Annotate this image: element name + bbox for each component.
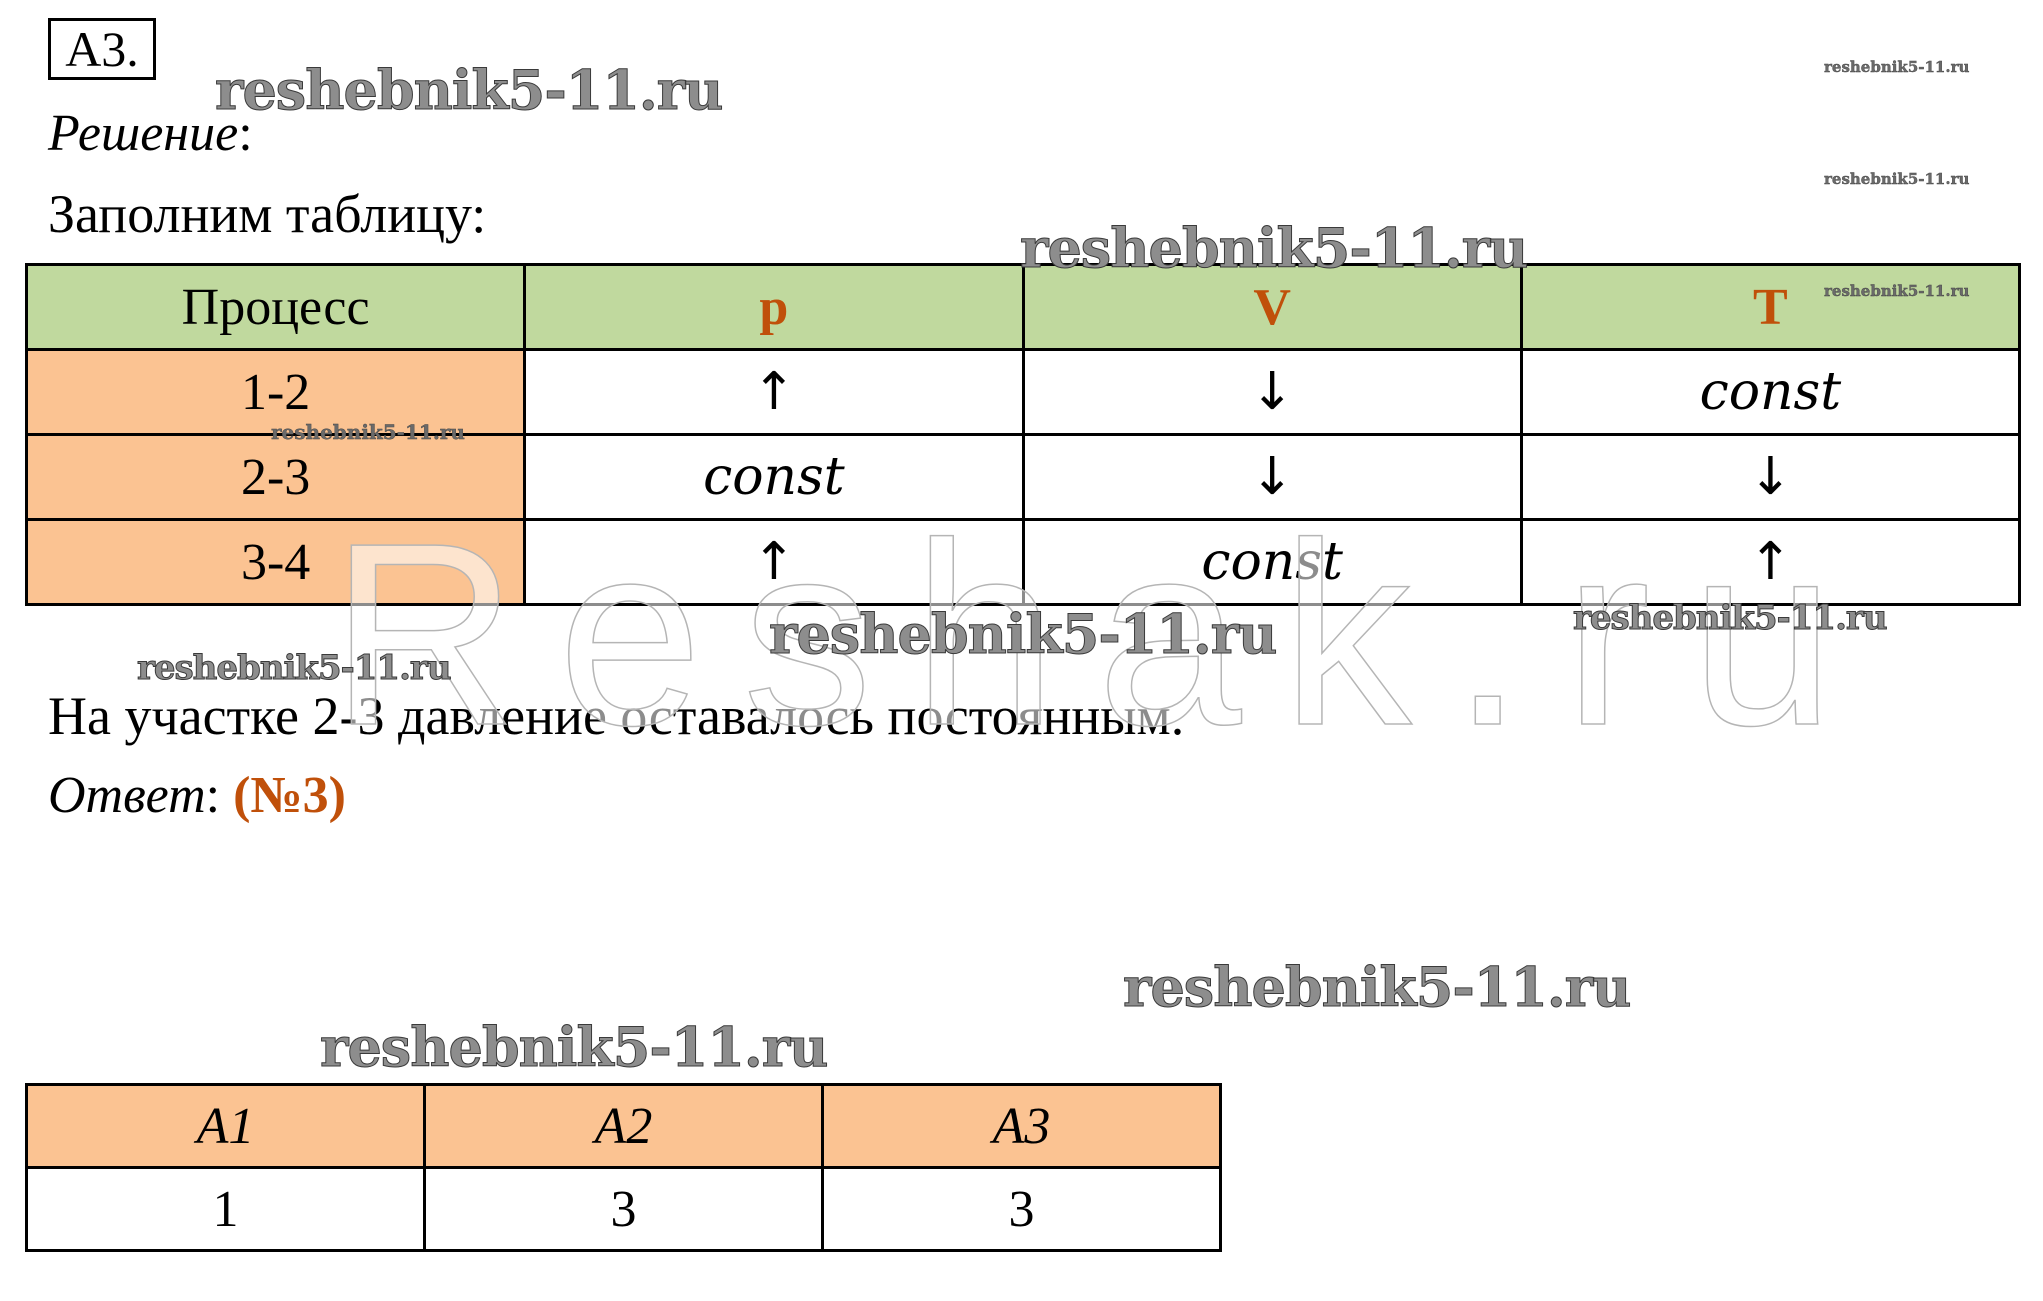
watermark: reshebnik5-11.ru (1824, 58, 1970, 76)
answer-label: Ответ (48, 767, 206, 824)
watermark: reshebnik5-11.ru (1824, 170, 1970, 188)
watermark: reshebnik5-11.ru (319, 1015, 828, 1080)
header-p: p (523, 263, 1025, 351)
watermark: reshebnik5-11.ru (1824, 282, 1970, 300)
solution-colon: : (238, 105, 253, 162)
answer-colon: : (205, 767, 221, 824)
intro-text: Заполним таблицу: (48, 184, 487, 244)
task-number-box: А3. (48, 18, 156, 80)
v-cell: ↓ (1021, 348, 1523, 436)
table-row: 2-3 const ↓ ↓ (24, 433, 2022, 521)
watermark: reshebnik5-11.ru (271, 420, 465, 444)
header-a3: A3 (821, 1083, 1222, 1169)
p-cell: ↑ (523, 518, 1025, 606)
answers-table: A1 A2 A3 1 3 3 (25, 1083, 1222, 1252)
table-row: 3-4 ↑ const ↑ (24, 518, 2022, 606)
solution-label: Решение (48, 105, 239, 162)
watermark: reshebnik5-11.ru (1573, 598, 1889, 639)
answer-cell: 1 (25, 1166, 426, 1252)
v-cell: const (1021, 518, 1523, 606)
process-cell: 3-4 (24, 518, 527, 606)
table-row: 1-2 ↑ ↓ const (24, 348, 2022, 436)
watermark: reshebnik5-11.ru (768, 602, 1277, 667)
process-cell: 2-3 (24, 433, 527, 521)
header-v: V (1021, 263, 1523, 351)
watermark: reshebnik5-11.ru (137, 648, 453, 689)
table-row: 1 3 3 (25, 1166, 1222, 1252)
t-cell: const (1519, 348, 2022, 436)
answer-line: Ответ: (№3) (48, 766, 346, 825)
header-process: Процесс (24, 263, 527, 351)
answers-table-header: A1 A2 A3 (25, 1083, 1222, 1169)
answer-cell: 3 (423, 1166, 824, 1252)
conclusion-text: На участке 2-3 давление оставалось посто… (48, 686, 1185, 746)
process-table-header: Процесс p V T (24, 263, 2022, 351)
process-table: Процесс p V T 1-2 ↑ ↓ const 2-3 const ↓ … (24, 263, 2022, 606)
t-cell: ↑ (1519, 518, 2022, 606)
process-cell: 1-2 (24, 348, 527, 436)
watermark: reshebnik5-11.ru (1122, 955, 1631, 1020)
header-a1: A1 (25, 1083, 426, 1169)
solution-heading: Решение: (48, 104, 253, 163)
p-cell: ↑ (523, 348, 1025, 436)
answer-value: (№3) (233, 767, 346, 824)
watermark: reshebnik5-11.ru (214, 58, 723, 123)
watermark: reshebnik5-11.ru (1019, 216, 1528, 281)
p-cell: const (523, 433, 1025, 521)
t-cell: ↓ (1519, 433, 2022, 521)
header-t: T (1519, 263, 2022, 351)
answer-cell: 3 (821, 1166, 1222, 1252)
v-cell: ↓ (1021, 433, 1523, 521)
header-a2: A2 (423, 1083, 824, 1169)
